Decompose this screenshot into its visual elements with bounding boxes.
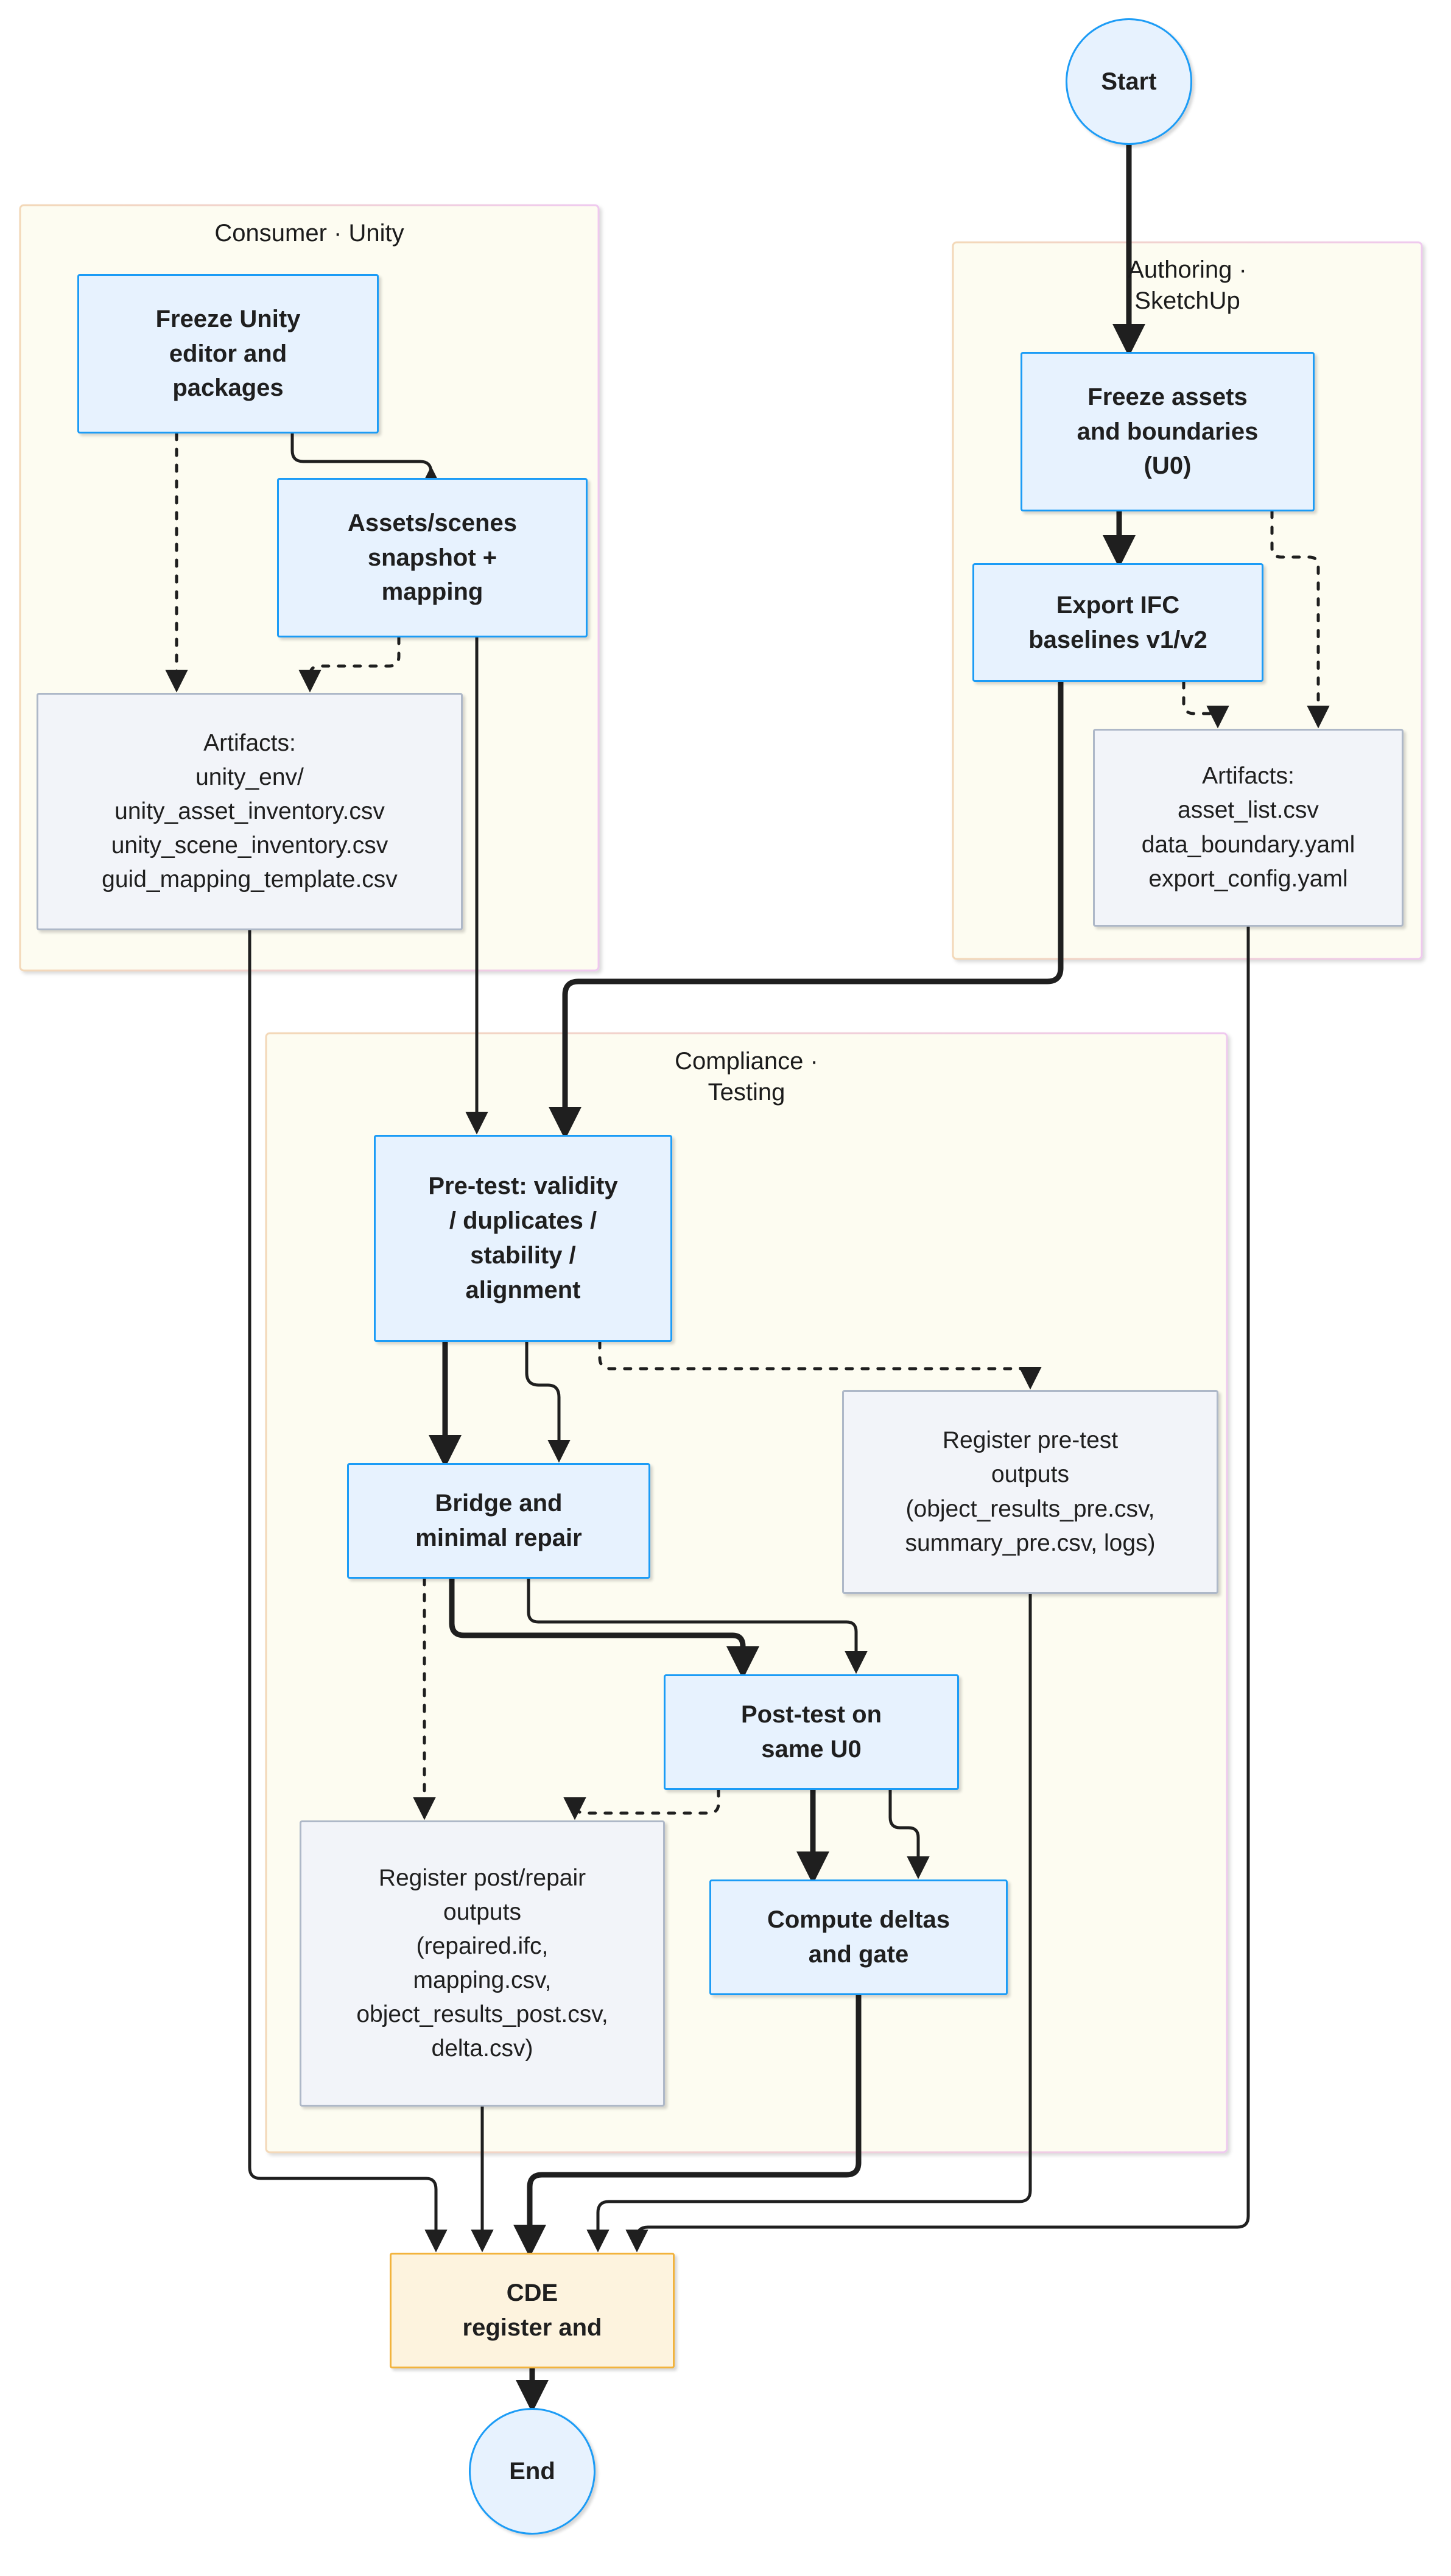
- node-register-pretest-outputs[interactable]: Register pre-test outputs (object_result…: [842, 1390, 1218, 1594]
- node-freeze-assets-boundaries-label: Freeze assets and boundaries (U0): [1077, 383, 1259, 480]
- node-unity-artifacts[interactable]: Artifacts: unity_env/ unity_asset_invent…: [37, 693, 463, 930]
- edge-export-ifc-to-authoring-artifacts: [1182, 680, 1229, 729]
- node-start[interactable]: Start: [1066, 18, 1192, 145]
- group-label-consumer-unity: Consumer · Unity: [214, 220, 404, 247]
- node-cde-register-label: CDE register and: [462, 2279, 602, 2341]
- edge-freeze-assets-to-authoring-artifacts: [1270, 510, 1330, 729]
- edge-compute-delta-to-cde: [513, 1995, 862, 2258]
- node-assets-scenes-snapshot-label: Assets/scenes snapshot + mapping: [348, 509, 517, 606]
- node-register-post-repair-outputs[interactable]: Register post/repair outputs (repaired.i…: [300, 1820, 665, 2107]
- node-unity-artifacts-label: Artifacts: unity_env/ unity_asset_invent…: [102, 729, 398, 893]
- edge-export-ifc-to-pretest: [549, 682, 1064, 1140]
- node-posttest-same-u0-label: Post-test on same U0: [740, 1701, 882, 1763]
- node-assets-scenes-snapshot[interactable]: Assets/scenes snapshot + mapping: [277, 478, 588, 637]
- node-pretest-label: Pre-test: validity / duplicates / stabil…: [428, 1173, 618, 1304]
- node-freeze-unity-label: Freeze Unity editor and packages: [155, 305, 301, 402]
- node-export-ifc-baselines-label: Export IFC baselines v1/v2: [1028, 591, 1207, 653]
- node-authoring-artifacts[interactable]: Artifacts: asset_list.csv data_boundary.…: [1093, 729, 1404, 927]
- edge-posttest-to-register-post: [563, 1788, 720, 1820]
- edge-pretest-to-bridge-secondary: [525, 1342, 571, 1463]
- node-start-label: Start: [1101, 68, 1157, 95]
- node-register-post-repair-outputs-label: Register post/repair outputs (repaired.i…: [356, 1864, 608, 2062]
- node-bridge-minimal-repair[interactable]: Bridge and minimal repair: [347, 1463, 650, 1579]
- edge-authoring-artifacts-to-cde: [625, 927, 1250, 2253]
- node-compute-deltas-gate-label: Compute deltas and gate: [767, 1906, 950, 1968]
- node-compute-deltas-gate[interactable]: Compute deltas and gate: [709, 1879, 1008, 1995]
- edge-bridge-to-posttest: [449, 1579, 759, 1679]
- node-cde-register[interactable]: CDE register and: [390, 2253, 675, 2368]
- edge-posttest-to-compute-delta-secondary: [888, 1790, 930, 1879]
- node-register-pretest-outputs-label: Register pre-test outputs (object_result…: [905, 1427, 1156, 1556]
- edge-bridge-to-posttest-secondary: [527, 1579, 868, 1674]
- node-end-label: End: [509, 2457, 555, 2485]
- edge-freeze-unity-to-assets-scenes: [290, 433, 443, 490]
- group-label-compliance-testing: Compliance · Testing: [675, 1048, 818, 1106]
- node-bridge-minimal-repair-label: Bridge and minimal repair: [415, 1490, 582, 1551]
- node-end[interactable]: End: [469, 2408, 596, 2535]
- node-freeze-assets-boundaries[interactable]: Freeze assets and boundaries (U0): [1021, 352, 1315, 511]
- group-label-authoring-sketchup: Authoring · SketchUp: [1128, 256, 1247, 315]
- node-freeze-unity[interactable]: Freeze Unity editor and packages: [77, 274, 379, 433]
- node-pretest[interactable]: Pre-test: validity / duplicates / stabil…: [374, 1135, 672, 1342]
- edge-register-pre-to-cde: [586, 1594, 1032, 2253]
- node-export-ifc-baselines[interactable]: Export IFC baselines v1/v2: [972, 563, 1263, 682]
- node-posttest-same-u0[interactable]: Post-test on same U0: [664, 1674, 959, 1790]
- edge-pretest-to-register-pre: [598, 1340, 1042, 1390]
- edge-unity-artifacts-to-cde: [248, 930, 448, 2253]
- edge-assets-scenes-to-unity-artifacts: [298, 636, 401, 693]
- node-authoring-artifacts-label: Artifacts: asset_list.csv data_boundary.…: [1141, 763, 1355, 892]
